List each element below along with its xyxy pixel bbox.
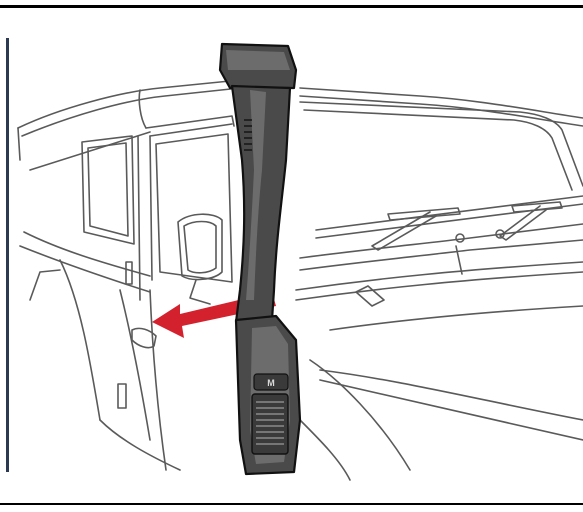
bottom-frame-rule bbox=[0, 503, 583, 505]
wiper-blades bbox=[372, 202, 562, 250]
snorkel-cap-label: M bbox=[267, 378, 275, 388]
